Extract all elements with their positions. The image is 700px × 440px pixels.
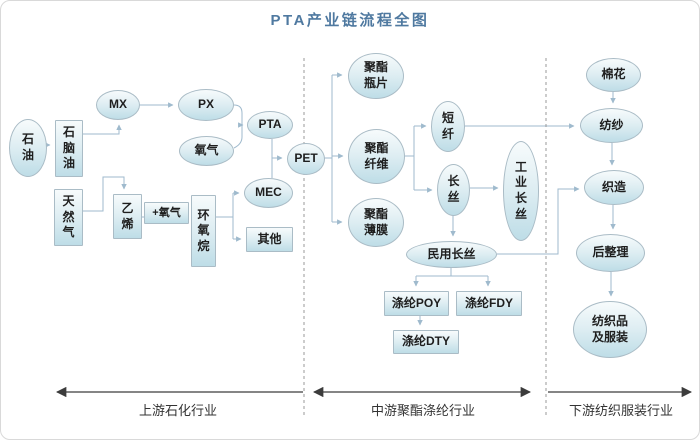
node-weaving-label: 织造 [601,179,626,194]
node-naphtha: 石脑油 [55,120,83,177]
node-natural-gas: 天然气 [54,189,83,246]
node-filament: 长丝 [437,164,470,216]
edge-civil-weaving [497,186,580,255]
node-natural-gas-label: 天然气 [62,194,75,240]
node-polyester-film-label: 聚酯薄膜 [363,206,388,237]
edge-naphtha-mx [83,124,122,135]
node-industrial-filament-label: 工业长丝 [514,159,527,221]
node-mx: MX [96,90,140,120]
node-cotton: 棉花 [586,58,641,92]
node-petroleum: 石油 [9,119,47,177]
node-poy: 涤纶POY [384,291,449,316]
node-fdy: 涤纶FDY [456,291,522,316]
diagram-title: PTA产业链流程全图 [270,12,430,29]
node-staple-fiber-label: 短纤 [441,110,454,141]
node-spinning: 纺纱 [580,108,643,143]
node-polyester-film: 聚酯薄膜 [348,198,404,247]
node-ethylene-oxide: 环氧烷 [191,195,216,267]
node-spinning-label: 纺纱 [599,117,624,132]
node-others: 其他 [246,227,293,252]
node-pet: PET [287,143,325,175]
section-label-upstream: 上游石化行业 [138,403,217,418]
node-ethylene: 乙烯 [113,194,142,239]
node-ethylene-label: 乙烯 [121,200,134,231]
section-label-midstream: 中游聚酯涤纶行业 [370,403,475,418]
node-mec: MEC [244,178,293,208]
node-industrial-filament: 工业长丝 [503,141,539,241]
node-filament-label: 长丝 [447,174,460,204]
node-px: PX [178,89,234,121]
node-poy-label: 涤纶POY [391,295,442,310]
edge-naturalgas-ethylene [83,176,127,212]
node-textiles-apparel-label: 纺织品及服装 [591,313,628,344]
node-fdy-label: 涤纶FDY [464,295,513,310]
node-dty: 涤纶DTY [393,330,459,354]
node-weaving: 织造 [584,170,644,205]
node-bottle-chip-label: 聚酯瓶片 [363,60,388,90]
edge-ethyleneoxide-fork [216,193,234,239]
edge-pet-branch [324,75,333,222]
edge-civil-fork [416,268,488,277]
node-bottle-chip: 聚酯瓶片 [348,53,404,99]
node-petroleum-label: 石油 [21,132,34,162]
node-pta-label: PTA [258,117,282,132]
node-civil-filament: 民用长丝 [406,241,497,268]
node-textiles-apparel: 纺织品及服装 [573,301,647,358]
edge-px-oxygen-brace [233,104,243,149]
node-plus-oxygen-label: +氧气 [152,206,181,219]
node-oxygen-label: 氧气 [194,143,219,158]
node-mx-label: MX [109,97,127,112]
node-dty-label: 涤纶DTY [401,334,450,349]
node-finishing: 后整理 [576,234,645,272]
node-naphtha-label: 石脑油 [62,125,75,171]
node-pet-label: PET [294,151,318,166]
node-others-label: 其他 [257,231,282,246]
node-px-label: PX [197,97,214,112]
node-cotton-label: 棉花 [601,67,626,82]
node-finishing-label: 后整理 [592,245,629,260]
node-plus-oxygen: +氧气 [144,202,189,224]
edge-fiber-branch [405,126,415,190]
node-civil-filament-label: 民用长丝 [427,246,476,261]
node-mec-label: MEC [255,185,282,200]
node-ethylene-oxide-label: 环氧烷 [197,207,210,253]
node-oxygen: 氧气 [179,136,234,166]
node-pta: PTA [247,111,293,139]
section-label-downstream: 下游纺织服装行业 [568,403,673,418]
node-polyester-fiber: 聚酯纤维 [348,129,405,184]
node-staple-fiber: 短纤 [431,101,465,152]
node-polyester-fiber-label: 聚酯纤维 [364,140,389,171]
